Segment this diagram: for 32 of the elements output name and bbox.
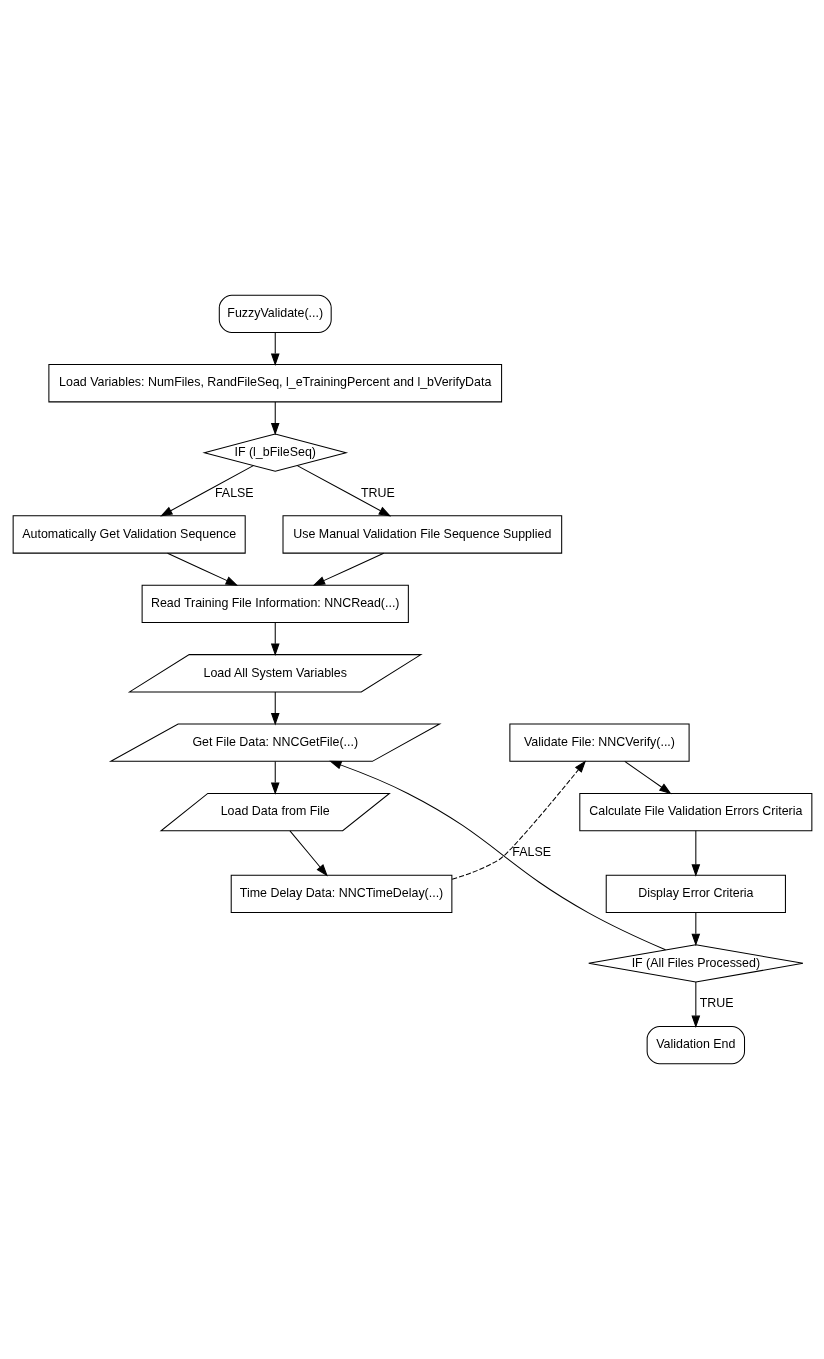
edge-label: FALSE: [511, 845, 551, 860]
arrow: [270, 401, 280, 436]
arrow: [451, 760, 586, 880]
node-box: Display Error Criteria: [605, 874, 786, 914]
node-box: Calculate File Validation Errors Criteria: [578, 792, 812, 832]
edge-label: TRUE: [360, 485, 395, 500]
node-diamond: IF (All Files Processed): [587, 944, 803, 983]
node-box: FuzzyValidate(...): [218, 294, 332, 333]
arrow: [270, 332, 280, 366]
edge-label: TRUE: [699, 996, 733, 1011]
arrow: [288, 830, 328, 877]
arrow: [690, 830, 700, 877]
arrow: [312, 552, 384, 586]
arrow: [296, 465, 391, 517]
arrow: [166, 552, 238, 586]
node-box: Time Delay Data: NNCTimeDelay(...): [230, 874, 452, 914]
node-box: Automatically Get Validation Sequence: [12, 515, 246, 554]
arrow: [690, 912, 700, 947]
arrow: [690, 981, 700, 1029]
node-box: Validate File: NNCVerify(...): [508, 723, 690, 762]
node-box: Use Manual Validation File Sequence Supplied: [282, 515, 562, 554]
arrow: [270, 691, 280, 726]
arrow: [623, 760, 672, 795]
edge-label: FALSE: [214, 485, 254, 500]
arrow: [270, 622, 280, 656]
arrow: [328, 760, 666, 951]
node-box: Validation End: [646, 1026, 745, 1065]
node-box: Read Training File Information: NNCRead(...): [141, 584, 409, 624]
arrow: [270, 760, 280, 795]
node-diamond: IF (l_bFileSeq): [201, 433, 348, 472]
node-box: Load Variables: NumFiles, RandFileSeq, l_eTrainingPercent and l_bVerifyData: [47, 364, 502, 403]
arrow: [159, 465, 254, 517]
